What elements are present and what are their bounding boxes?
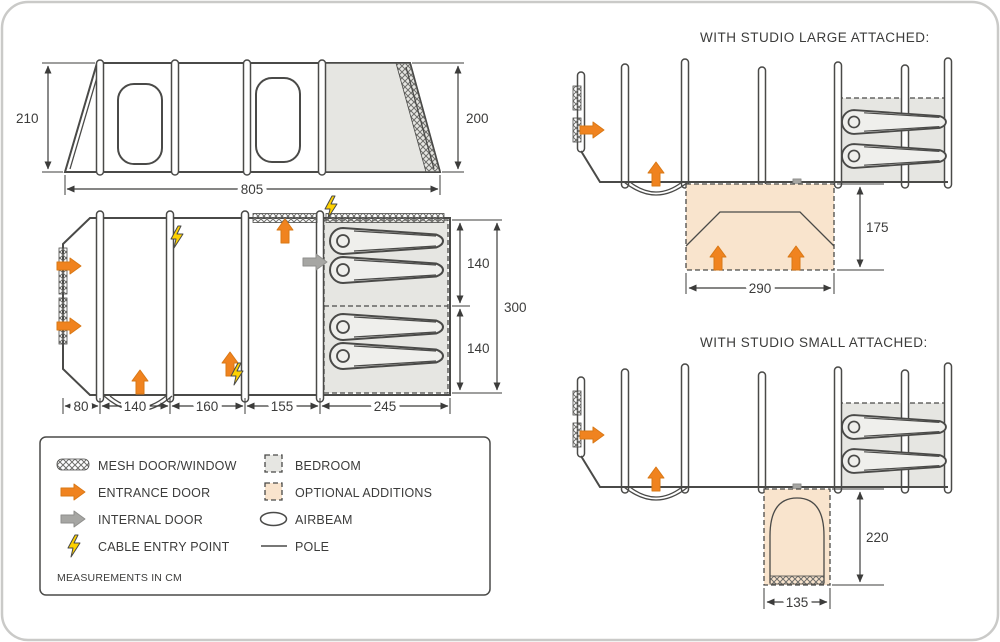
mesh-panel [58, 247, 68, 295]
tent-length-label: 805 [241, 182, 264, 197]
studio-large-panel: WITH STUDIO LARGE ATTACHED: 175 290 [573, 30, 952, 300]
bedroom-top-depth-label: 140 [467, 256, 490, 271]
studio-large-depth-label: 175 [866, 220, 889, 235]
floorplan: 140 140 300 80 140 160 155 245 [56, 195, 527, 418]
door-arc [103, 395, 173, 412]
airbeam-pole [242, 59, 252, 176]
legend-optional-label: OPTIONAL ADDITIONS [295, 486, 432, 500]
legend-entrance-label: ENTRANCE DOOR [98, 486, 210, 500]
mesh-panel [325, 213, 445, 223]
legend-box [39, 436, 491, 596]
segment-label-3: 155 [271, 399, 294, 414]
optional-additions-swatch-icon [264, 482, 283, 501]
studio-large-area [685, 183, 835, 271]
segment-label-0: 80 [73, 399, 88, 414]
studio-small-title: WITH STUDIO SMALL ATTACHED: [700, 335, 928, 350]
airbeam-icon [259, 511, 288, 527]
legend-note: MEASUREMENTS IN CM [57, 572, 182, 584]
legend-internal-label: INTERNAL DOOR [98, 513, 203, 527]
airbeam-pole [315, 210, 325, 403]
tent-overview [573, 58, 952, 203]
legend-pole-label: POLE [295, 540, 329, 554]
airbeam-pole [95, 210, 105, 403]
legend-bedroom-label: BEDROOM [295, 459, 361, 473]
legend-airbeam-label: AIRBEAM [295, 513, 353, 527]
airbeam-pole [95, 59, 105, 176]
airbeam-pole [240, 210, 250, 403]
mesh-panel [395, 62, 441, 173]
side-height-right-label: 200 [466, 111, 489, 126]
studio-large-title: WITH STUDIO LARGE ATTACHED: [700, 30, 930, 45]
airbeam-pole [317, 59, 327, 176]
segment-label-2: 160 [196, 399, 219, 414]
mesh-panel [58, 297, 68, 345]
legend: MESH DOOR/WINDOW ENTRANCE DOOR INTERNAL … [39, 436, 491, 596]
window [255, 77, 301, 163]
legend-mesh-label: MESH DOOR/WINDOW [98, 459, 237, 473]
window [117, 83, 163, 165]
segment-label-4: 245 [374, 399, 397, 414]
mesh-door-icon [56, 458, 90, 471]
studio-small-panel: WITH STUDIO SMALL ATTACHED: 220 135 [573, 335, 952, 614]
segment-label-1: 140 [124, 399, 147, 414]
side-height-left-label: 210 [16, 111, 39, 126]
studio-large-width-label: 290 [749, 281, 772, 296]
studio-small-depth-label: 220 [866, 530, 889, 545]
mesh-panel [769, 575, 825, 585]
studio-small-area [763, 488, 831, 586]
airbeam-pole [165, 210, 175, 403]
tent-overview [573, 363, 952, 508]
bedroom-swatch-icon [264, 454, 283, 473]
airbeam-pole [170, 59, 180, 176]
bedroom-bottom-depth-label: 140 [467, 341, 490, 356]
side-elevation: 210 200 805 [16, 59, 489, 201]
studio-small-width-label: 135 [786, 595, 809, 610]
legend-cable-label: CABLE ENTRY POINT [98, 540, 230, 554]
tent-width-label: 300 [504, 300, 527, 315]
